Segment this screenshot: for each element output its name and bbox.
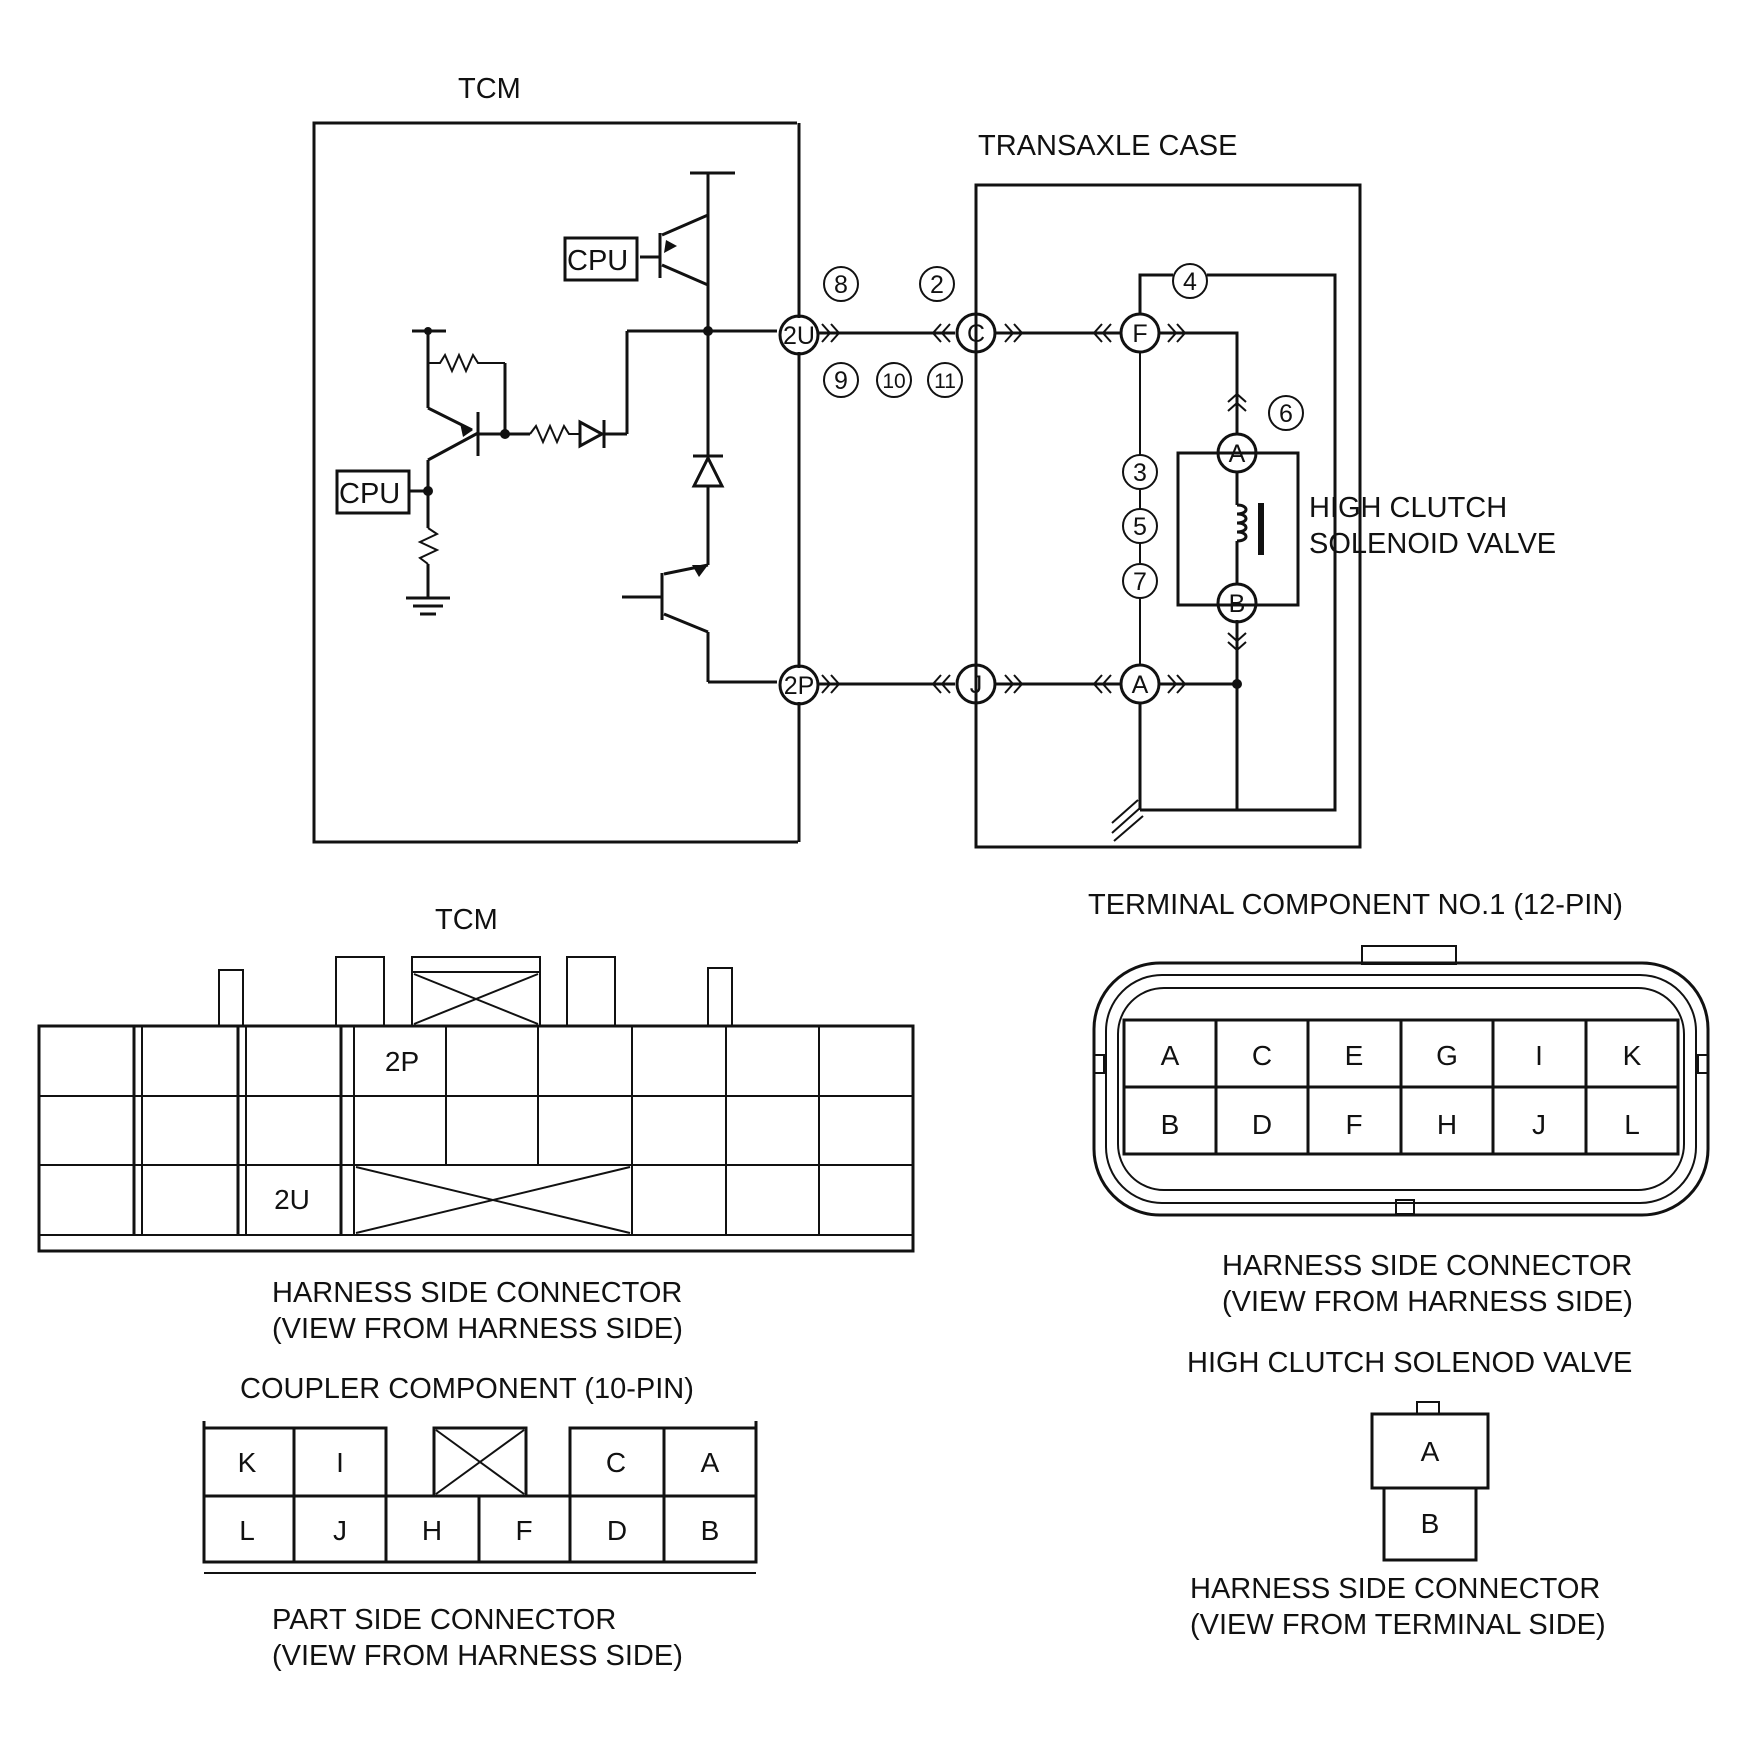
coupler-title: COUPLER COMPONENT (10-PIN) <box>240 1373 694 1405</box>
flyback-diode <box>691 331 725 565</box>
cpu-box-lower <box>335 469 411 515</box>
terminal-caption-1: HARNESS SIDE CONNECTOR <box>1222 1250 1632 1282</box>
coupler-pin-d: D <box>607 1515 627 1546</box>
solenoid-label-line1: HIGH CLUTCH <box>1309 492 1507 524</box>
terminal-pin-e: E <box>1345 1040 1364 1071</box>
svg-text:10: 10 <box>882 370 905 393</box>
terminal-pin-f: F <box>1345 1109 1362 1140</box>
drive-circuit <box>406 327 627 616</box>
terminal-pin-l: L <box>1624 1109 1640 1140</box>
cpu-label-lower: CPU <box>339 478 400 510</box>
terminal-pin-d: D <box>1252 1109 1272 1140</box>
terminal-pin-b: B <box>1161 1109 1180 1140</box>
transaxle-box <box>974 183 1362 849</box>
tcm-connector-caption-2: (VIEW FROM HARNESS SIDE) <box>272 1313 683 1345</box>
terminal-pin-i: I <box>1535 1040 1543 1071</box>
svg-text:2: 2 <box>930 271 944 299</box>
coupler-pin-k: K <box>238 1447 257 1478</box>
svg-text:2P: 2P <box>784 672 815 700</box>
svg-text:A: A <box>1229 440 1246 468</box>
upper-transistor <box>640 171 735 330</box>
tcm-connector-caption-1: HARNESS SIDE CONNECTOR <box>272 1277 682 1309</box>
svg-text:11: 11 <box>934 370 956 393</box>
ground-symbol <box>1111 799 1144 842</box>
solenoid-connector <box>1370 1401 1490 1562</box>
coupler-pin-l: L <box>239 1515 255 1546</box>
coupler-pin-h: H <box>422 1515 442 1546</box>
cpu-box-upper <box>563 236 639 282</box>
svg-text:B: B <box>1229 590 1246 618</box>
tcm-pin-2p: 2P <box>385 1046 419 1077</box>
svg-text:9: 9 <box>834 367 848 395</box>
terminal-pin-h: H <box>1437 1109 1457 1140</box>
coupler-caption-2: (VIEW FROM HARNESS SIDE) <box>272 1640 683 1672</box>
svg-text:6: 6 <box>1279 400 1293 428</box>
svg-text:F: F <box>1132 320 1147 348</box>
svg-text:4: 4 <box>1183 268 1197 296</box>
tcm-box <box>312 121 798 844</box>
svg-text:A: A <box>1132 671 1149 699</box>
svg-text:7: 7 <box>1133 568 1147 596</box>
terminal-pin-g: G <box>1436 1040 1458 1071</box>
terminal-component-connector <box>1092 945 1710 1217</box>
coupler-pin-j: J <box>333 1515 347 1546</box>
svg-text:3: 3 <box>1133 459 1147 487</box>
solenoid-connector-pin-a: A <box>1421 1436 1440 1467</box>
terminal-pin-a: A <box>1161 1040 1180 1071</box>
svg-text:8: 8 <box>834 271 848 299</box>
solenoid-connector-caption-2: (VIEW FROM TERMINAL SIDE) <box>1190 1609 1606 1641</box>
lower-transistor <box>622 563 777 684</box>
coupler-pin-i: I <box>336 1447 344 1478</box>
coupler-pin-a: A <box>701 1447 720 1478</box>
solenoid-label-line2: SOLENOID VALVE <box>1309 528 1556 560</box>
solenoid-connector-title: HIGH CLUTCH SOLENOD VALVE <box>1187 1347 1632 1379</box>
tcm-pin-2u: 2U <box>274 1184 310 1215</box>
coupler-caption-1: PART SIDE CONNECTOR <box>272 1604 616 1636</box>
tcm-connector <box>37 956 915 1253</box>
svg-text:5: 5 <box>1133 513 1147 541</box>
svg-text:2U: 2U <box>783 322 815 350</box>
circuit-refs: 8 2 9 10 11 4 6 3 5 7 <box>823 263 1304 599</box>
solenoid-coil-icon <box>1235 472 1264 584</box>
solenoid-connector-caption-1: HARNESS SIDE CONNECTOR <box>1190 1573 1600 1605</box>
terminal-component-title: TERMINAL COMPONENT NO.1 (12-PIN) <box>1088 889 1623 921</box>
terminal-pin-k: K <box>1623 1040 1642 1071</box>
coupler-pin-f: F <box>515 1515 532 1546</box>
terminal-pin-c: C <box>1252 1040 1272 1071</box>
coupler-pin-c: C <box>606 1447 626 1478</box>
solenoid-connector-pin-b: B <box>1421 1508 1440 1539</box>
solenoid-body <box>1176 451 1300 607</box>
tcm-terminal-2u <box>778 314 820 356</box>
coupler-pin-b: B <box>701 1515 720 1546</box>
svg-text:C: C <box>967 320 985 348</box>
tcm-title: TCM <box>458 73 521 105</box>
svg-text:J: J <box>970 671 983 699</box>
tcm-connector-title: TCM <box>435 904 498 936</box>
cpu-label-upper: CPU <box>567 245 628 277</box>
terminal-pin-j: J <box>1532 1109 1546 1140</box>
terminal-caption-2: (VIEW FROM HARNESS SIDE) <box>1222 1286 1633 1318</box>
transaxle-title: TRANSAXLE CASE <box>978 130 1237 162</box>
coupler-connector <box>202 1421 758 1574</box>
